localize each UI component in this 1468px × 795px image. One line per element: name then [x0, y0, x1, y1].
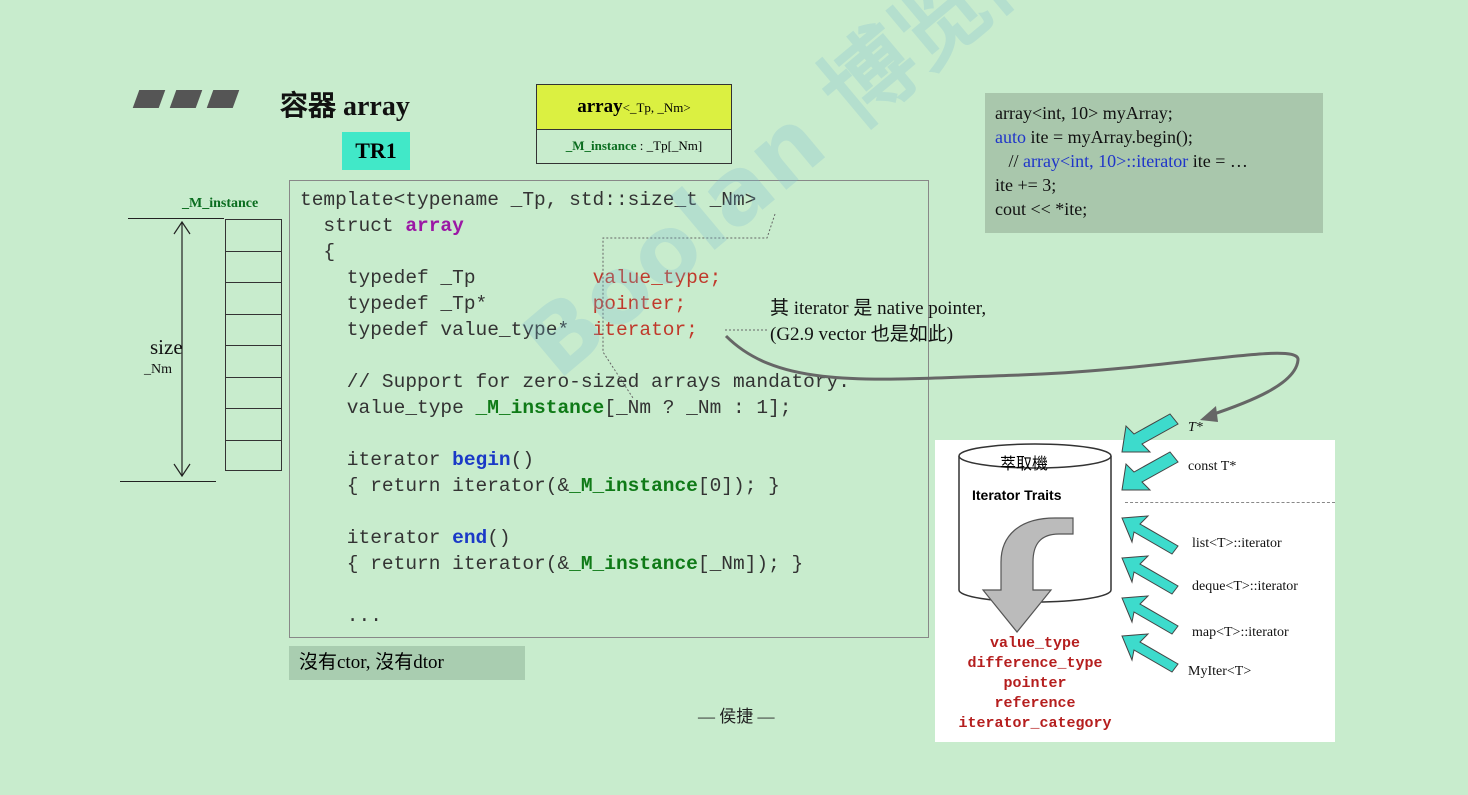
output-type: iterator_category [958, 715, 1112, 732]
traits-zh-label: 萃取機 [1000, 456, 1049, 473]
uml-class-name: array [577, 96, 623, 117]
output-type: difference_type [967, 655, 1103, 672]
memory-cells [225, 219, 282, 471]
memory-cell [225, 313, 282, 345]
code-line: () [510, 449, 535, 471]
code-line: template<typename _Tp, std::size_t _Nm> [300, 189, 757, 211]
size-arrow [173, 220, 191, 478]
author-credit: — 侯捷 — [698, 707, 775, 726]
code-keyword: _M_instance [569, 553, 698, 575]
output-type: value_type [989, 635, 1080, 652]
memory-cell [225, 282, 282, 314]
memory-cell [225, 219, 282, 251]
uml-member-type: : _Tp[_Nm] [639, 138, 703, 153]
code-keyword: pointer; [592, 293, 687, 315]
uml-member-name: _M_instance [565, 138, 637, 153]
code-line: () [487, 527, 511, 549]
code-text: template<typename _Tp, std::size_t _Nm> … [300, 187, 850, 629]
code-keyword: _M_instance [569, 475, 698, 497]
uml-class-box: array<_Tp, _Nm> _M_instance : _Tp[_Nm] [536, 84, 732, 164]
example-line: cout << *ite; [995, 199, 1088, 219]
code-line: iterator [300, 449, 453, 471]
decor-slash [169, 90, 203, 108]
size-label: size [150, 335, 183, 359]
example-line: // array<int, 10>::iterator ite = … [995, 149, 1313, 173]
note-line: 其 iterator 是 native pointer, [770, 298, 987, 319]
example-line: array<int, 10> myArray; [995, 103, 1173, 123]
memory-cell [225, 439, 282, 471]
input-label: deque<T>::iterator [1192, 579, 1298, 594]
example-text: ite = myArray.begin(); [1026, 127, 1193, 147]
note-line: (G2.9 vector 也是如此) [770, 324, 954, 345]
uml-class-header: array<_Tp, _Nm> [537, 85, 731, 130]
memory-label: _M_instance [182, 196, 259, 211]
memory-cell [225, 408, 282, 440]
curved-arrow [724, 334, 1300, 422]
code-line: { [300, 241, 336, 263]
no-ctor-text: 沒有ctor, 沒有dtor [299, 652, 444, 673]
uml-template-params: <_Tp, _Nm> [622, 100, 691, 115]
code-keyword: array [405, 215, 464, 237]
input-label: list<T>::iterator [1192, 536, 1282, 551]
code-line: iterator [300, 527, 453, 549]
memory-bottom-line [120, 481, 216, 482]
example-text: ite = … [1188, 151, 1248, 171]
memory-cell [225, 376, 282, 408]
code-line: typedef value_type* [300, 319, 593, 341]
iterator-note: 其 iterator 是 native pointer, (G2.9 vecto… [770, 296, 986, 348]
tr1-badge: TR1 [342, 132, 410, 170]
dotted-connector [602, 213, 776, 399]
code-keyword: iterator; [592, 319, 698, 341]
traits-cylinder [958, 443, 1112, 633]
decor-slash [206, 90, 240, 108]
code-line: typedef _Tp* [300, 293, 593, 315]
input-separator [1125, 502, 1335, 503]
memory-cell [225, 345, 282, 377]
code-keyword: value_type; [592, 267, 722, 289]
example-code: array<int, 10> myArray; auto ite = myArr… [985, 93, 1323, 233]
code-line: typedef _Tp [300, 267, 593, 289]
code-line: ... [300, 605, 382, 627]
auto-keyword: auto [995, 127, 1026, 147]
memory-top-line [128, 218, 224, 219]
code-line: value_type [300, 397, 476, 419]
code-keyword: end [452, 527, 488, 549]
code-keyword: begin [452, 449, 511, 471]
output-type: pointer [1003, 675, 1067, 692]
memory-cell [225, 250, 282, 282]
code-line: [0]); } [697, 475, 780, 497]
example-text: // [995, 151, 1024, 171]
code-keyword: _M_instance [475, 397, 605, 419]
traits-en-label: Iterator Traits [972, 487, 1062, 503]
uml-member: _M_instance : _Tp[_Nm] [537, 130, 731, 163]
code-line: [_Nm ? _Nm : 1]; [604, 397, 792, 419]
code-line: struct [300, 215, 406, 237]
input-label: T* [1188, 420, 1203, 435]
output-type: reference [994, 695, 1076, 712]
example-type: array<int, 10>::iterator [1023, 151, 1189, 171]
input-arrows [1121, 413, 1179, 673]
code-line: [_Nm]); } [697, 553, 804, 575]
code-block: template<typename _Tp, std::size_t _Nm> … [289, 180, 929, 638]
code-line: { return iterator(& [300, 475, 570, 497]
decor-slash [132, 90, 166, 108]
page-title: 容器 array [280, 91, 410, 122]
example-line: ite += 3; [995, 175, 1057, 195]
input-label: const T* [1188, 459, 1237, 474]
no-ctor-label: 沒有ctor, 沒有dtor [289, 646, 525, 680]
nm-label: _Nm [144, 362, 172, 377]
input-label: map<T>::iterator [1192, 625, 1289, 640]
input-label: MyIter<T> [1188, 664, 1252, 679]
code-line: { return iterator(& [300, 553, 570, 575]
traits-outputs: value_type difference_type pointer refer… [940, 634, 1130, 734]
example-line: auto ite = myArray.begin(); [995, 125, 1313, 149]
